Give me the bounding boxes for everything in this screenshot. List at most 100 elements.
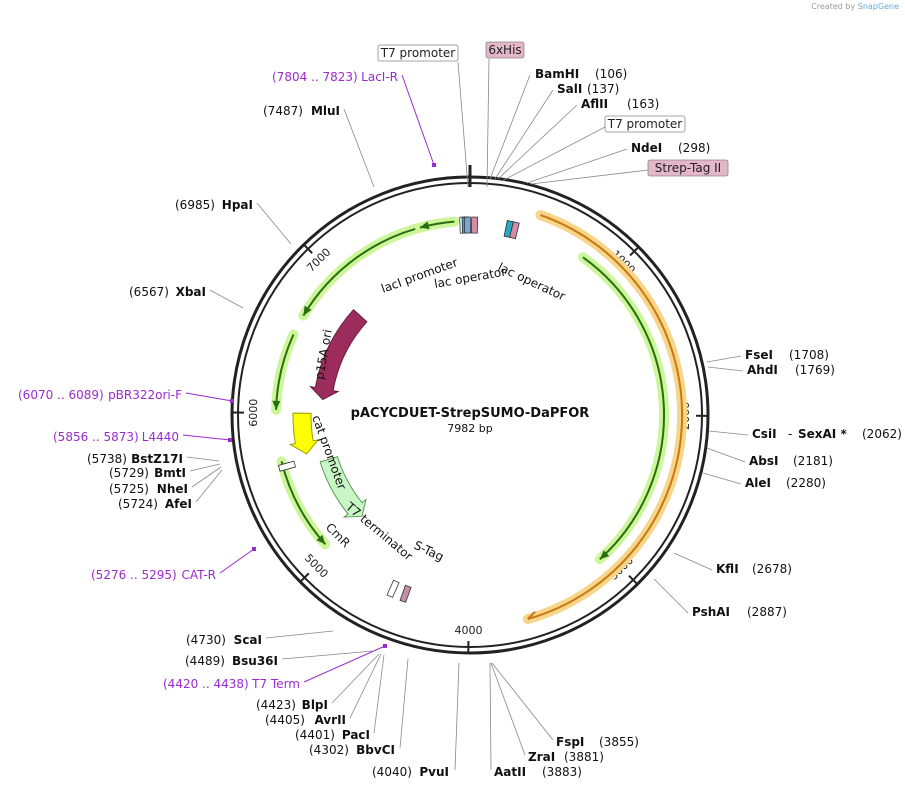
orf-arrowhead-4 <box>599 550 610 560</box>
site-name-bbvci: BbvCI <box>356 743 395 757</box>
site-pos-ahdi: (1769) <box>795 363 835 377</box>
site-name-scai: ScaI <box>234 633 262 647</box>
site-pos-hpai: (6985) <box>175 198 215 212</box>
site-pos-bstz17i: (5738) <box>87 452 127 466</box>
leader-aflii <box>497 104 578 180</box>
leader-zrai <box>490 662 526 756</box>
site-name-aflii: AflII <box>581 97 608 111</box>
orf-glow-2 <box>276 456 331 550</box>
leader-hpai <box>256 202 292 245</box>
orf-glow-1 <box>271 329 299 415</box>
feature-6xhis-glyph <box>470 216 479 234</box>
feature-cmr-arrow <box>319 455 367 518</box>
label-s-tag: S-Tag <box>412 538 446 564</box>
site-pos-cat-r: (5276 .. 5295) <box>91 568 177 582</box>
site-pos-zrai: (3881) <box>564 750 604 764</box>
leader-bamhi <box>489 74 531 180</box>
site-name-fsei: FseI <box>745 348 773 362</box>
site-name-nhei: NheI <box>157 482 188 496</box>
site-name-pvui: PvuI <box>419 765 449 779</box>
site-pos-afei: (5724) <box>118 497 158 511</box>
label-box <box>377 44 459 62</box>
label-box-t7-promoter-0: T7 promoter <box>377 44 469 188</box>
site-name-csii: CsiI <box>752 427 777 441</box>
orf-arc-0 <box>302 224 428 317</box>
leader-bsu36i <box>281 650 374 660</box>
site-name-hpai: HpaI <box>222 198 253 212</box>
site-name-paci: PacI <box>342 728 370 742</box>
label-box-text: 6xHis <box>488 43 521 57</box>
leader-paci <box>373 654 385 734</box>
site-name-l4440: L4440 <box>142 430 179 444</box>
site-pos-ndei: (298) <box>678 141 710 155</box>
site-name-fspi: FspI <box>556 735 584 749</box>
leader-absi <box>706 447 746 463</box>
site-name-bsu36i: Bsu36I <box>232 654 278 668</box>
leader-fspi <box>491 662 554 741</box>
site-name-ndei: NdeI <box>631 141 662 155</box>
site-pos-bbvci: (4302) <box>309 743 349 757</box>
site-name-blpi: BlpI <box>302 698 328 712</box>
plasmid-size: 7982 bp <box>447 422 492 435</box>
site-name-avrii: AvrII <box>314 713 346 727</box>
primer-mark-t7-term <box>383 644 387 648</box>
orf-layer <box>271 210 688 624</box>
primer-mark-laci-r <box>432 163 436 167</box>
site-name-alei: AleI <box>745 476 771 490</box>
feature-t7-promoter-glyph-1 <box>463 216 471 234</box>
tick-mark-5000 <box>299 572 310 583</box>
leader-ndei <box>526 148 628 184</box>
site-pos-fsei: (1708) <box>789 348 829 362</box>
site-name-cat-r: CAT-R <box>181 568 216 582</box>
feature-s-tag-glyph <box>399 584 412 603</box>
site-pos-scai: (4730) <box>186 633 226 647</box>
site-name-t7-term: T7 Term <box>251 677 300 691</box>
site-pos-xbai: (6567) <box>129 285 169 299</box>
orf-arrowhead-0 <box>303 305 312 316</box>
feature-t7-terminator-glyph <box>386 579 400 598</box>
leader-mlui <box>343 108 375 188</box>
site-pos-paci: (4401) <box>295 728 335 742</box>
site-name-mlui: MluI <box>311 104 340 118</box>
label-t7-terminator: T7 terminator <box>342 499 415 563</box>
site-pos-kfli: (2678) <box>752 562 792 576</box>
plasmid-name: pACYCDUET-StrepSUMO-DaPFOR <box>351 406 590 421</box>
site-pos-fspi: (3855) <box>599 735 639 749</box>
site-name-aatii: AatII <box>494 765 526 779</box>
watermark-prefix: Created by <box>811 2 856 11</box>
site-dash: - <box>788 427 792 441</box>
leader-kfli <box>673 552 713 571</box>
leader-line <box>530 169 649 185</box>
site-name-absi: AbsI <box>749 454 778 468</box>
site-pos-bmti: (5729) <box>109 466 149 480</box>
leader-xbai <box>209 289 244 309</box>
feature-laci-arrow <box>309 308 368 401</box>
tick-label-6000: 6000 <box>247 399 260 427</box>
feature-strep-tag-glyph <box>509 221 520 240</box>
leader-pvui <box>454 662 460 771</box>
leader-csii <box>708 430 749 436</box>
tick-label-4000: 4000 <box>454 624 482 637</box>
site-pos-pvui: (4040) <box>372 765 412 779</box>
watermark-brand: SnapGene <box>857 2 899 11</box>
leader-blpi <box>331 653 380 704</box>
site-name-kfli: KflI <box>716 562 739 576</box>
site-pos-laci-r: (7804 .. 7823) <box>272 70 358 84</box>
site-pos-avrii: (4405) <box>265 713 305 727</box>
site-name-afei: AfeI <box>165 497 192 511</box>
site-pos-blpi: (4423) <box>256 698 296 712</box>
site-name-sali: SalI <box>557 82 582 96</box>
orf-glow-0 <box>298 220 433 321</box>
site-name-zrai: ZraI <box>528 750 555 764</box>
site-pos-pbr322ori-f: (6070 .. 6089) <box>18 388 104 402</box>
site-name-bstz17i: BstZ17I <box>131 452 183 466</box>
site-name-bamhi: BamHI <box>535 67 579 81</box>
tick-mark-3000 <box>628 574 639 585</box>
site-name-laci-r: LacI-R <box>361 70 398 84</box>
site-pos-csii: (2062) <box>862 427 902 441</box>
site-pos-aatii: (3883) <box>542 765 582 779</box>
leader-line <box>457 61 469 188</box>
label-box <box>647 159 729 177</box>
